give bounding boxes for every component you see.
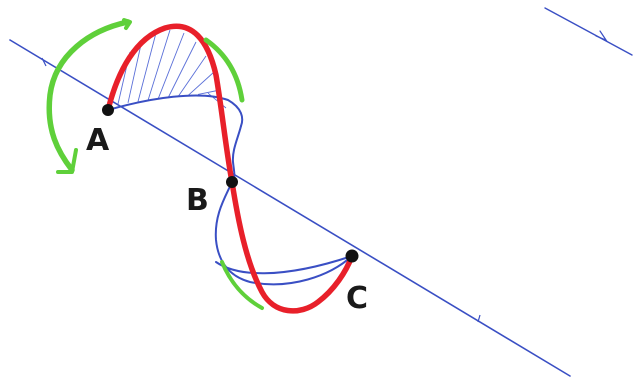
point-a: [102, 104, 114, 116]
hatch-line: [187, 71, 215, 96]
axis-line: [9, 39, 571, 377]
points: [102, 104, 359, 263]
point-c: [345, 249, 359, 263]
hatch-line: [177, 55, 207, 98]
curved-arrow-icon: [46, 19, 131, 173]
label-c: C: [346, 281, 368, 316]
label-a: A: [86, 123, 110, 158]
label-b: B: [186, 183, 209, 218]
hatch-line: [127, 39, 143, 103]
green-arc-right-upper: [203, 37, 245, 103]
small-arrow-icon: [595, 30, 608, 42]
hatch-line: [147, 29, 171, 101]
hatch-line: [167, 41, 197, 99]
arrowhead-icon: [56, 148, 78, 174]
axis-ticks: [41, 57, 481, 323]
point-b: [226, 176, 238, 188]
reference-line-top-right: [544, 7, 633, 56]
rotation-arrow-group: [46, 18, 264, 310]
red-s-curve: [105, 23, 355, 314]
hatch-line: [137, 32, 157, 102]
hatch-line: [157, 32, 185, 100]
green-arc-lower-left: [220, 260, 264, 310]
